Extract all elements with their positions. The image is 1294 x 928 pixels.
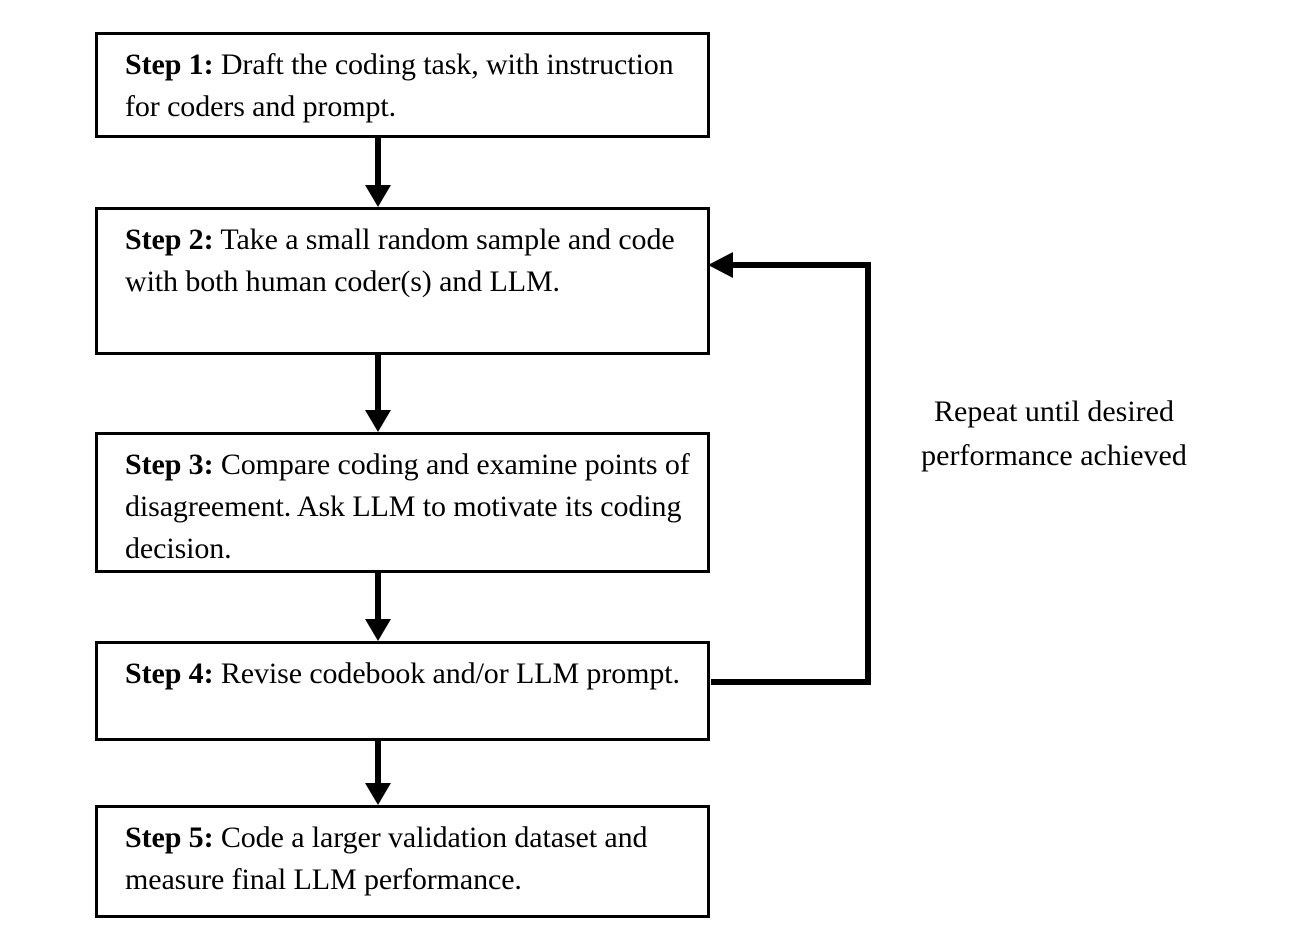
connector-stem bbox=[375, 138, 381, 186]
arrow-down-icon bbox=[364, 619, 391, 641]
step-3-label: Step 3: bbox=[125, 448, 214, 481]
arrow-down-icon bbox=[364, 410, 391, 432]
connector-arrow-step3-to-step4 bbox=[364, 573, 391, 641]
connector-arrow-step1-to-step2 bbox=[364, 138, 391, 207]
step-4-body: Revise codebook and/or LLM prompt. bbox=[213, 657, 680, 690]
step-1-body: Draft the coding task, with instruction … bbox=[125, 48, 674, 123]
step-4-label: Step 4: bbox=[125, 657, 214, 690]
step-2-text: Step 2: Take a small random sample and c… bbox=[125, 219, 691, 303]
flowchart-node-step-2[interactable]: Step 2: Take a small random sample and c… bbox=[95, 207, 710, 355]
step-2-body: Take a small random sample and code with… bbox=[125, 223, 675, 298]
step-3-text: Step 3: Compare coding and examine point… bbox=[125, 444, 691, 570]
connector-stem bbox=[375, 355, 381, 411]
flowchart-node-step-3[interactable]: Step 3: Compare coding and examine point… bbox=[95, 432, 710, 573]
flowchart-node-step-5[interactable]: Step 5: Code a larger validation dataset… bbox=[95, 805, 710, 918]
step-5-body: Code a larger validation dataset and mea… bbox=[125, 821, 648, 896]
step-1-label: Step 1: bbox=[125, 48, 214, 81]
step-3-body: Compare coding and examine points of dis… bbox=[125, 448, 690, 565]
connector-stem bbox=[375, 741, 381, 784]
step-1-text: Step 1: Draft the coding task, with inst… bbox=[125, 44, 691, 128]
flowchart-node-step-4[interactable]: Step 4: Revise codebook and/or LLM promp… bbox=[95, 641, 710, 741]
feedback-loop-caption: Repeat until desired performance achieve… bbox=[921, 395, 1187, 472]
step-5-label: Step 5: bbox=[125, 821, 214, 854]
connector-stem bbox=[375, 573, 381, 620]
arrow-down-icon bbox=[364, 185, 391, 207]
connector-arrow-step2-to-step3 bbox=[364, 355, 391, 432]
arrow-down-icon bbox=[364, 783, 391, 805]
flowchart-node-step-1[interactable]: Step 1: Draft the coding task, with inst… bbox=[95, 32, 710, 138]
step-2-label: Step 2: bbox=[125, 223, 214, 256]
arrow-left-icon bbox=[708, 252, 733, 278]
feedback-loop-connector bbox=[700, 250, 880, 700]
step-5-text: Step 5: Code a larger validation dataset… bbox=[125, 817, 691, 901]
step-4-text: Step 4: Revise codebook and/or LLM promp… bbox=[125, 653, 691, 695]
connector-arrow-step4-to-step5 bbox=[364, 741, 391, 805]
feedback-loop-path bbox=[711, 262, 871, 685]
